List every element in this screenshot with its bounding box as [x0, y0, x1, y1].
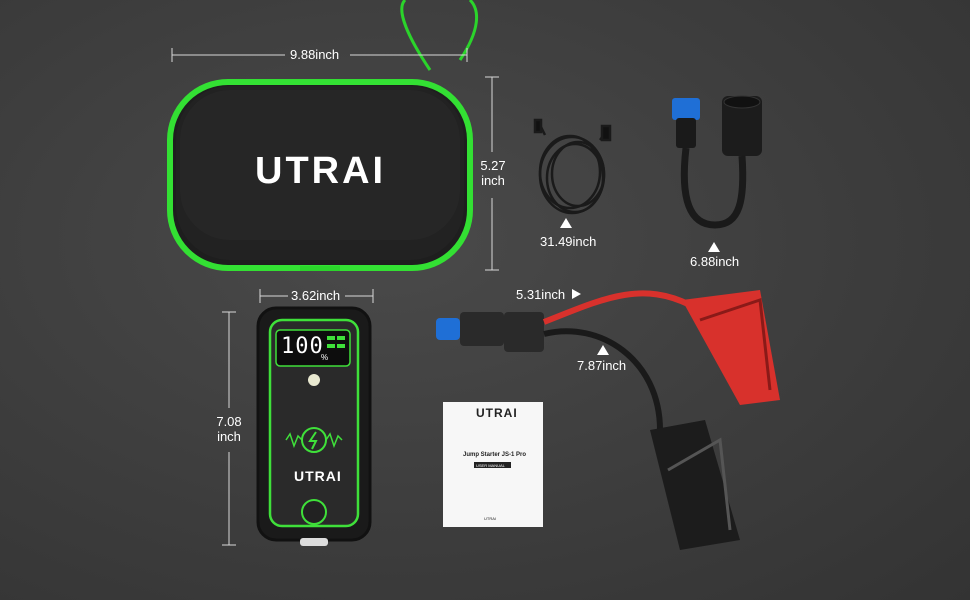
device-height-label: 7.08 inch: [216, 414, 242, 444]
usb-cable-length-label: 31.49inch: [540, 234, 597, 249]
manual-brand: UTRAI: [476, 406, 518, 420]
case-brand: UTRAI: [255, 150, 387, 192]
device-brand: UTRAI: [294, 468, 342, 484]
black-length-marker: [597, 345, 609, 355]
user-manual: [443, 402, 543, 527]
device-dimension-lines: [222, 289, 374, 546]
carrying-case: [167, 79, 473, 271]
red-clamp: [682, 290, 780, 405]
manual-subtitle: USER MANUAL: [476, 463, 505, 468]
device-display-value: 100: [281, 334, 324, 359]
black-clamp-length-label: 7.87inch: [577, 358, 627, 373]
manual-title: Jump Starter JS-1 Pro: [463, 452, 527, 458]
manual-footer: UTRAI: [484, 516, 496, 521]
jumper-clamps: [436, 290, 780, 550]
adapter-length-label: 6.88inch: [690, 254, 740, 269]
adapter-length-marker: [708, 242, 720, 252]
black-clamp: [650, 420, 740, 550]
red-length-marker: [572, 289, 581, 299]
usb-cable: [533, 118, 612, 215]
device-display-unit: %: [321, 353, 329, 362]
red-clamp-length-label: 5.31inch: [516, 287, 566, 302]
usb-length-marker: [560, 218, 572, 228]
case-height-label: 5.27 inch: [480, 158, 506, 188]
case-strap: [400, 0, 479, 71]
cigarette-adapter: [672, 95, 762, 229]
device-width-label: 3.62inch: [291, 288, 341, 303]
jump-starter-device: [256, 306, 372, 546]
case-dimension-lines: [171, 48, 499, 271]
case-width-label: 9.88inch: [290, 47, 340, 62]
